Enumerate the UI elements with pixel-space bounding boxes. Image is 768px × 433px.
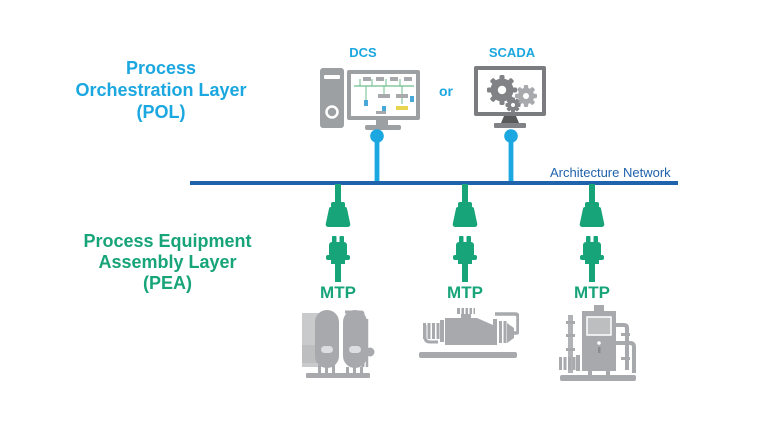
mtp-label: MTP — [320, 283, 356, 302]
pump-unit-icon — [419, 308, 519, 358]
scada-monitor-icon — [474, 66, 546, 128]
scada-label: SCADA — [488, 45, 536, 60]
pol-layer-label: Process Orchestration Layer (POL) — [75, 58, 247, 122]
gears-icon — [487, 75, 537, 113]
architecture-network-label: Architecture Network — [550, 165, 671, 180]
dcs-network-drop-icon — [370, 129, 384, 183]
or-label: or — [439, 83, 453, 99]
mtp-label: MTP — [447, 283, 483, 302]
dcs-monitor-icon — [347, 70, 420, 130]
tank-unit-icon — [302, 310, 375, 378]
mtp-plug-icon — [579, 184, 605, 282]
skid-unit-icon — [559, 305, 636, 381]
dcs-label: DCS — [349, 45, 377, 60]
mtp-plug-icon — [325, 184, 351, 282]
process-flow-screen-icon — [354, 77, 414, 114]
mtp-label: MTP — [574, 283, 610, 302]
pea-layer-label: Process Equipment Assembly Layer (PEA) — [83, 231, 252, 293]
architecture-network-line — [190, 181, 678, 185]
scada-network-drop-icon — [504, 129, 518, 183]
dcs-workstation-icon — [320, 68, 420, 130]
mtp-plug-icon — [452, 184, 478, 282]
